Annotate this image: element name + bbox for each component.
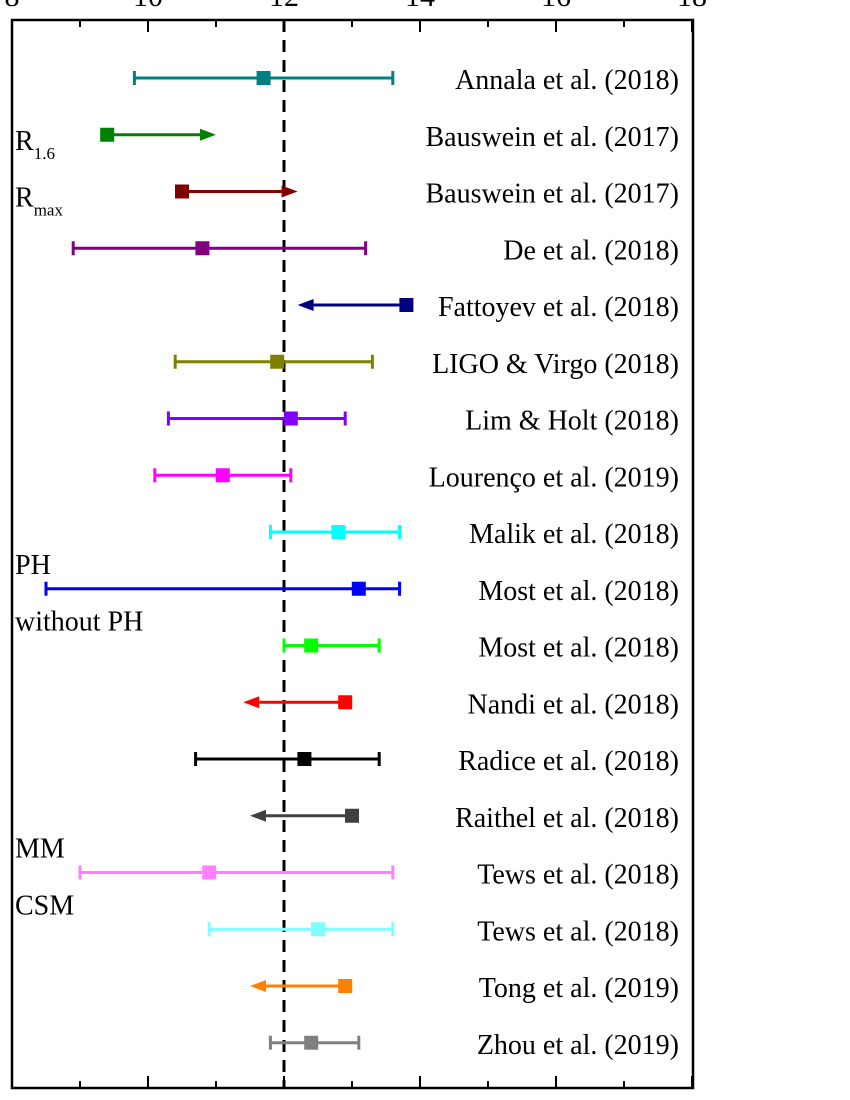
row-label: Most et al. (2018) — [478, 633, 679, 664]
point-marker — [202, 865, 217, 880]
row-label: Radice et al. (2018) — [458, 746, 679, 777]
bound-arrow-head — [200, 128, 216, 141]
data-row: Tews et al. (2018) MM — [15, 834, 679, 891]
row-note: without PH — [15, 607, 143, 638]
data-row: Zhou et al. (2019) — [268, 1030, 679, 1061]
data-row: Raithel et al. (2018) — [250, 803, 679, 834]
data-row: Lim & Holt (2018) — [166, 406, 679, 437]
point-marker — [351, 581, 366, 596]
data-rows: Annala et al. (2018) Bauswein et al. (201… — [15, 65, 679, 1061]
row-label: Nandi et al. (2018) — [468, 689, 680, 720]
point-marker — [345, 808, 359, 823]
point-marker — [270, 354, 285, 369]
bound-arrow-head — [243, 696, 260, 709]
row-label: Malik et al. (2018) — [469, 519, 679, 550]
row-note: R1.6 — [15, 126, 55, 163]
row-note: Rmax — [15, 183, 63, 220]
data-row: Annala et al. (2018) — [132, 65, 679, 96]
row-label: Tews et al. (2018) — [477, 860, 679, 891]
data-row: De et al. (2018) — [71, 235, 679, 266]
data-row: Tews et al. (2018) CSM — [15, 890, 679, 947]
row-label: Most et al. (2018) — [478, 576, 679, 607]
point-marker — [311, 922, 325, 937]
row-note: MM — [15, 834, 65, 865]
x-tick-label: 18 — [677, 0, 707, 13]
data-row: Most et al. (2018) without PH — [15, 607, 679, 664]
x-ticks: 8 10 12 14 16 18 — [5, 0, 707, 1088]
data-row: LIGO & Virgo (2018) — [173, 349, 679, 380]
point-marker — [256, 71, 271, 85]
data-row: Radice et al. (2018) — [194, 746, 679, 777]
data-row: Lourenço et al. (2019) — [153, 462, 679, 493]
row-label: Zhou et al. (2019) — [477, 1030, 679, 1061]
point-marker — [175, 184, 189, 199]
row-label: Annala et al. (2018) — [455, 65, 679, 96]
bound-arrow-head — [281, 185, 298, 198]
bound-arrow-head — [297, 299, 314, 311]
data-row: Fattoyev et al. (2018) — [297, 292, 679, 323]
row-label: LIGO & Virgo (2018) — [432, 349, 679, 380]
point-marker — [331, 525, 346, 539]
point-marker — [399, 298, 414, 312]
point-marker — [338, 695, 353, 710]
row-label: Bauswein et al. (2017) — [426, 122, 680, 153]
point-marker — [283, 411, 298, 426]
row-label: De et al. (2018) — [503, 235, 679, 266]
row-label: Lim & Holt (2018) — [465, 406, 679, 437]
point-marker — [304, 638, 319, 653]
row-label: Bauswein et al. (2017) — [426, 179, 680, 210]
data-row: Bauswein et al. (2017) Rmax — [15, 179, 679, 220]
data-row: Tong et al. (2019) — [250, 973, 679, 1004]
bound-arrow-head — [250, 980, 266, 992]
x-tick-label: 8 — [5, 0, 20, 13]
x-tick-label: 10 — [133, 0, 163, 13]
row-label: Fattoyev et al. (2018) — [438, 292, 679, 323]
x-tick-label: 14 — [405, 0, 435, 13]
row-label: Raithel et al. (2018) — [455, 803, 679, 834]
data-row: Malik et al. (2018) — [268, 519, 679, 550]
row-note: CSM — [15, 890, 74, 921]
bound-arrow-head — [250, 809, 266, 822]
point-marker — [100, 127, 115, 142]
data-row: Most et al. (2018) PH — [15, 550, 679, 607]
data-row: Nandi et al. (2018) — [243, 689, 679, 720]
row-label: Tong et al. (2019) — [479, 973, 679, 1004]
point-marker — [195, 241, 210, 256]
point-marker — [304, 1035, 319, 1050]
point-marker — [338, 979, 353, 993]
x-tick-label: 12 — [269, 0, 299, 13]
row-note: PH — [15, 550, 51, 581]
row-label: Tews et al. (2018) — [477, 916, 679, 947]
point-marker — [297, 752, 312, 766]
x-tick-label: 16 — [541, 0, 571, 13]
point-marker — [215, 468, 230, 483]
data-row: Bauswein et al. (2017) R1.6 — [15, 122, 679, 163]
row-label: Lourenço et al. (2019) — [429, 462, 679, 493]
